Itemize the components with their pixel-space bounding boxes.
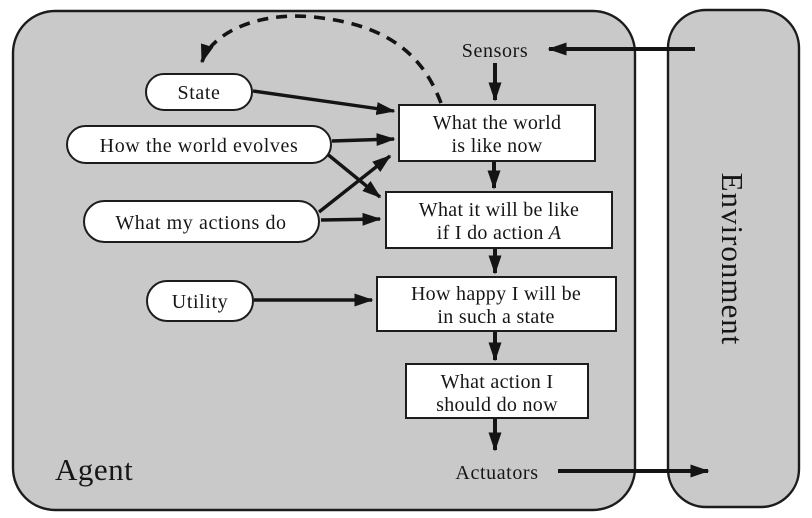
actuators-label: Actuators xyxy=(455,462,538,484)
how-world-evolves-oval-shape xyxy=(66,125,332,164)
action-variable: A xyxy=(547,222,562,244)
what-actions-do-oval-shape xyxy=(83,200,320,243)
happiness-box-shape xyxy=(376,276,617,332)
utility-oval-label: Utility xyxy=(172,291,228,313)
next-action-box-shape xyxy=(405,363,589,419)
box-line: How happy I will be xyxy=(411,283,581,305)
state-oval-shape xyxy=(145,73,253,111)
utility-oval-shape xyxy=(146,280,254,322)
arrow-state-to-world-now xyxy=(252,89,396,115)
arrow-evolves-to-world-now xyxy=(331,133,396,147)
world-now-box-shape xyxy=(398,104,596,162)
arrow-actions-to-world-future xyxy=(320,212,382,226)
how-world-evolves-oval-label: How the world evolves xyxy=(100,135,299,157)
environment-label: Environment xyxy=(715,173,750,346)
box-line: if I do action xyxy=(437,222,544,244)
utility-oval: Utility xyxy=(146,280,254,322)
what-actions-do-oval: What my actions do xyxy=(83,200,320,243)
box-line: in such a state xyxy=(437,306,554,328)
state-oval-label: State xyxy=(178,82,221,104)
state-oval: State xyxy=(145,73,253,111)
environment-panel xyxy=(666,8,801,509)
arrow-actions-to-world-now xyxy=(317,154,392,214)
arrow-evolves-to-world-future xyxy=(324,151,382,199)
how-world-evolves-oval: How the world evolves xyxy=(66,125,332,164)
sensors-label: Sensors xyxy=(462,40,528,62)
dashed-feedback-arrow xyxy=(200,14,443,104)
box-line: should do now xyxy=(436,394,558,416)
box-line: What action I xyxy=(441,371,554,393)
box-line: What the world xyxy=(433,112,562,134)
agent-label: Agent xyxy=(55,452,133,487)
agent-panel xyxy=(11,9,637,512)
box-line: is like now xyxy=(451,135,542,157)
box-line: What it will be like xyxy=(419,199,579,221)
world-future-box-shape xyxy=(385,191,613,249)
what-actions-do-oval-label: What my actions do xyxy=(115,212,286,234)
